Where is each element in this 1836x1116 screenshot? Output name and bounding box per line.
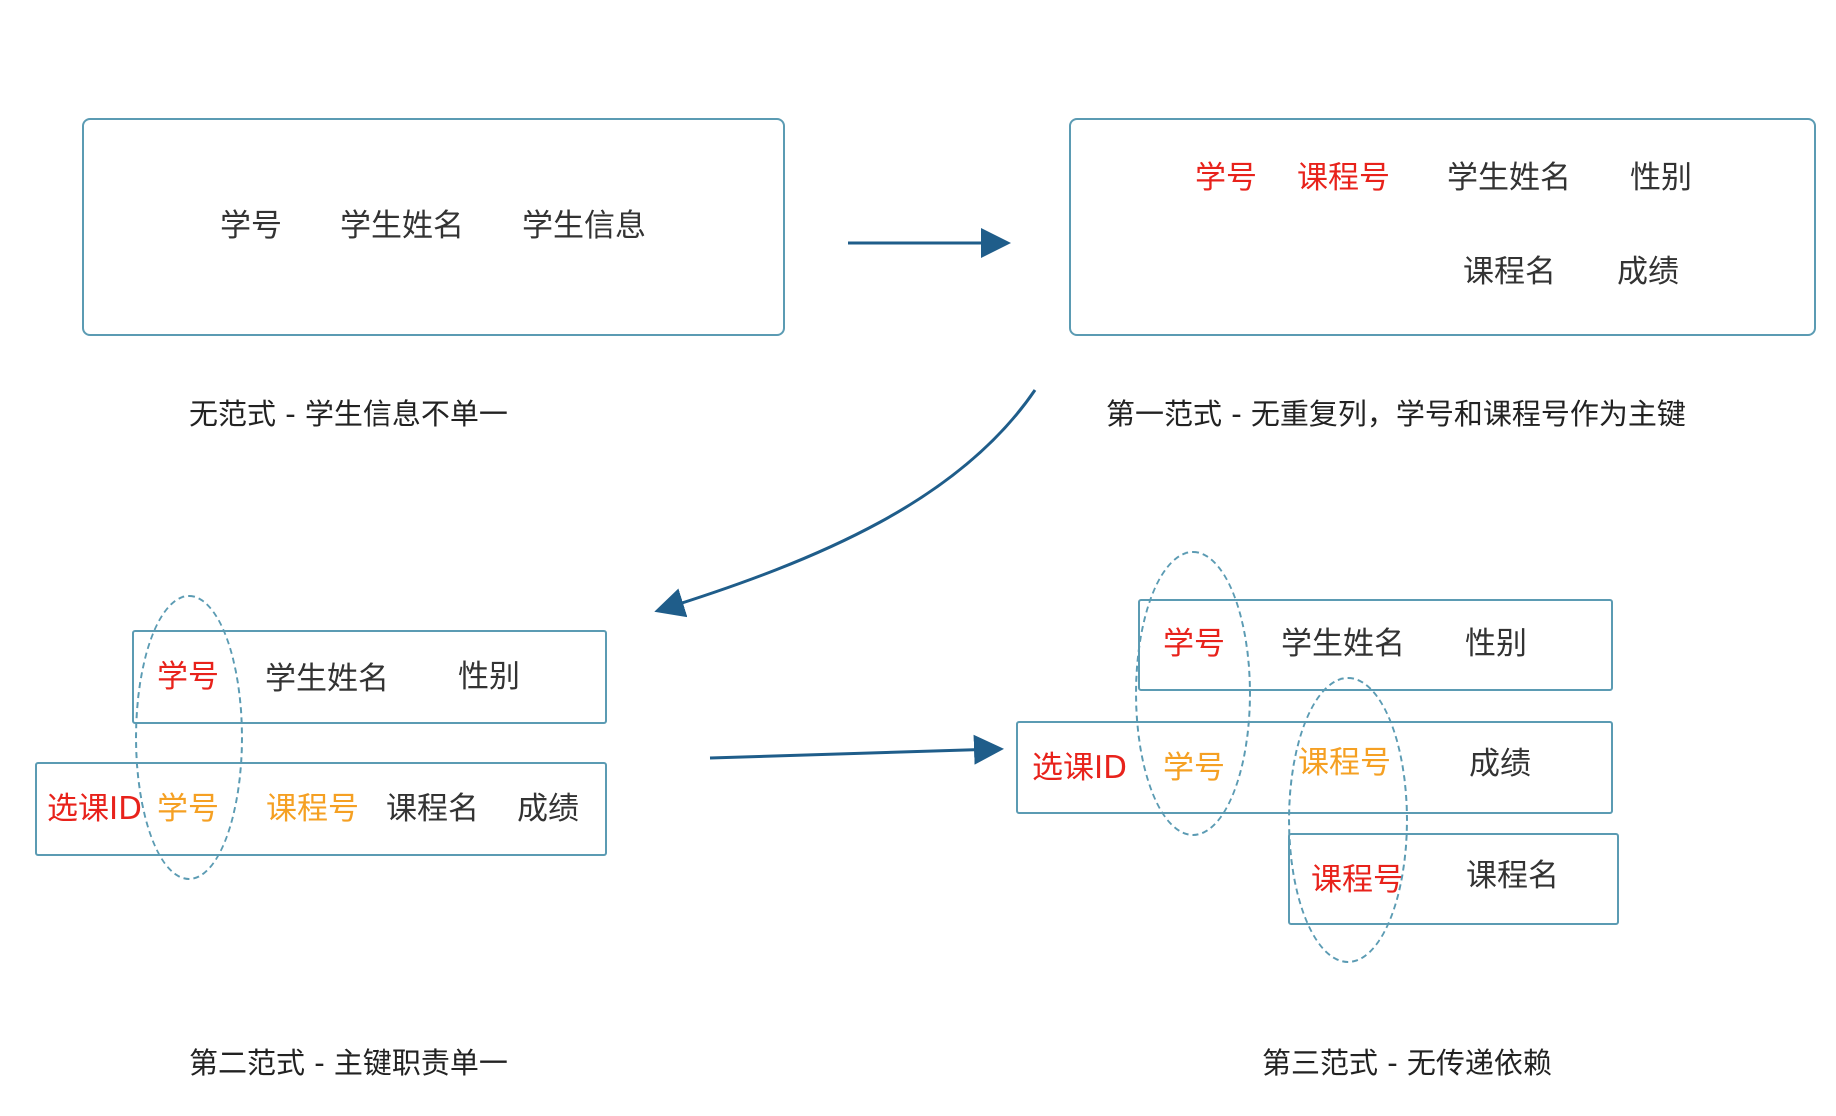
3nf-caption: 第三范式 - 无传递依赖 <box>1262 1046 1552 1080</box>
1nf-pk-course-id: 课程号 <box>1297 160 1390 196</box>
3nf-course-table <box>1288 833 1619 925</box>
3nf-student-field-gender: 性别 <box>1465 626 1527 662</box>
3nf-enroll-pk-enroll-id: 选课ID <box>1032 750 1128 786</box>
2nf-enroll-table <box>35 762 607 856</box>
3nf-course-id-highlight <box>1288 677 1408 963</box>
3nf-enroll-field-score: 成绩 <box>1469 746 1531 782</box>
2nf-enroll-fk-course-id: 课程号 <box>266 791 359 827</box>
1nf-field-score: 成绩 <box>1617 254 1679 290</box>
2nf-caption: 第二范式 - 主键职责单一 <box>189 1046 508 1080</box>
2nf-enroll-field-score: 成绩 <box>517 791 579 827</box>
2nf-student-field-name: 学生姓名 <box>265 661 389 697</box>
2nf-student-table <box>132 630 607 724</box>
1nf-caption: 第一范式 - 无重复列，学号和课程号作为主键 <box>1106 397 1686 431</box>
1nf-field-student-name: 学生姓名 <box>1447 160 1571 196</box>
no-nf-field-student-id: 学号 <box>220 208 282 244</box>
2nf-student-id-highlight <box>135 595 243 880</box>
no-nf-field-student-name: 学生姓名 <box>340 208 464 244</box>
1nf-field-gender: 性别 <box>1630 160 1692 196</box>
2nf-enroll-field-course-name: 课程名 <box>386 791 479 827</box>
no-nf-table <box>82 118 785 336</box>
1nf-field-course-name: 课程名 <box>1463 254 1556 290</box>
1nf-pk-student-id: 学号 <box>1195 160 1257 196</box>
3nf-course-field-name: 课程名 <box>1466 858 1559 894</box>
no-nf-caption: 无范式 - 学生信息不单一 <box>189 397 508 431</box>
2nf-enroll-pk-enroll-id: 选课ID <box>47 791 143 827</box>
3nf-student-id-highlight <box>1135 551 1251 836</box>
2nf-student-field-gender: 性别 <box>458 659 520 695</box>
arrow-1nf-to-2nf <box>654 389 1037 618</box>
3nf-student-field-name: 学生姓名 <box>1281 626 1405 662</box>
no-nf-field-student-info: 学生信息 <box>522 208 646 244</box>
arrow-2nf-to-3nf <box>709 734 1004 765</box>
1nf-table <box>1069 118 1816 336</box>
